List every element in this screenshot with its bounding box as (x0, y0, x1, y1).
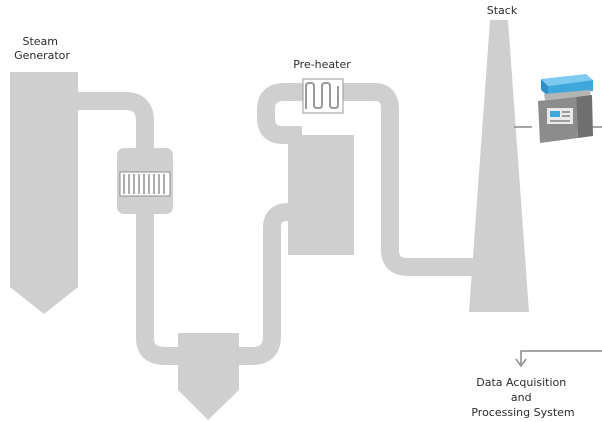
stack (469, 20, 529, 312)
steam-generator (10, 72, 78, 314)
ash-hopper (178, 333, 239, 420)
steam-generator-label: Steam Generator (14, 35, 70, 62)
filter-grid-icon (123, 174, 165, 194)
duct-generator-to-filter (78, 92, 154, 155)
filter-unit (117, 148, 173, 214)
data-system-label: Data Acquisition and Processing System (471, 376, 574, 419)
gas-analyzer-icon (538, 74, 593, 143)
arrow-down-icon (515, 358, 527, 368)
duct-filter-to-hopper (136, 200, 180, 365)
heat-exchanger-block (288, 135, 354, 255)
data-flow-line (515, 350, 602, 368)
duct-hopper-to-preheater (236, 203, 297, 365)
duct-system (78, 83, 478, 365)
pre-heater (302, 78, 344, 114)
pre-heater-label: Pre-heater (293, 58, 351, 71)
stack-label: Stack (487, 4, 518, 17)
coil-icon (305, 82, 339, 109)
